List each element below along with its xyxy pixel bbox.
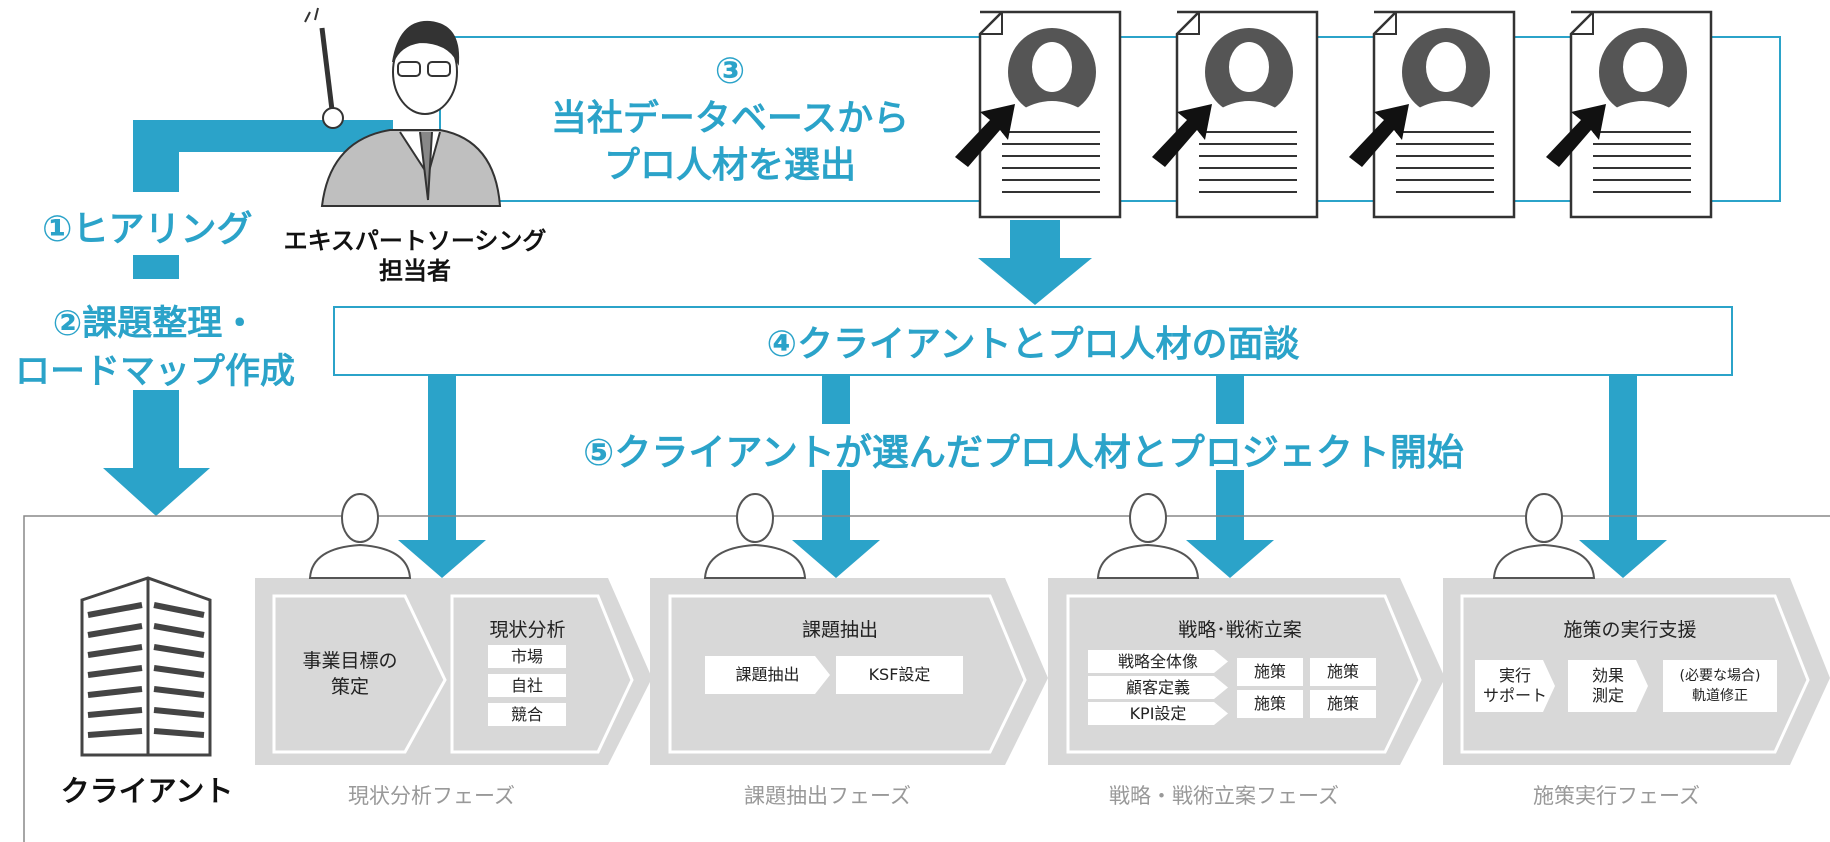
- phase2-item: KSF設定: [836, 656, 963, 694]
- phase2-item: 課題抽出: [705, 656, 830, 694]
- hearing-connector-arrow: [103, 120, 393, 516]
- phase3-name: 戦略・戦術立案フェーズ: [1109, 784, 1339, 808]
- phase3-right-item: 施策: [1310, 658, 1376, 686]
- consultant-with-pointer-icon: [304, 7, 502, 207]
- interview-to-phase-arrows: [398, 376, 1667, 578]
- phase4-item: 効果 測定: [1568, 660, 1648, 712]
- phase1-item: 自社: [488, 674, 566, 697]
- step2-label: ②課題整理・ ロードマップ作成: [14, 304, 295, 392]
- step3-label: ③ 当社データベースから プロ人材を選出: [550, 51, 910, 186]
- phase3-right-item: 施策: [1237, 690, 1303, 718]
- phase1-item: 市場: [488, 645, 566, 668]
- resume-woman-icon: [1150, 10, 1319, 219]
- phase1-name: 現状分析フェーズ: [348, 784, 515, 808]
- phase2-name: 課題抽出フェーズ: [744, 784, 911, 808]
- phase4-name: 施策実行フェーズ: [1533, 784, 1700, 808]
- phase3-right-item: 施策: [1237, 658, 1303, 686]
- step1-label: ①ヒアリング: [42, 209, 253, 250]
- client-label: クライアント: [60, 774, 234, 808]
- phase3-left-item: KPI設定: [1088, 702, 1228, 725]
- client-frame: [23, 515, 1830, 842]
- phase4-title: 施策の実行支援: [1563, 619, 1697, 641]
- step4-interview-box: ④クライアントとプロ人材の面談: [333, 306, 1733, 376]
- candidates-to-interview-arrow: [978, 220, 1092, 305]
- consultant-label: エキスパートソーシング 担当者: [283, 227, 547, 285]
- resume-man-glasses-icon: [1347, 10, 1516, 219]
- phase2-title: 課題抽出: [801, 619, 878, 641]
- phase1-goal-box: 事業目標の 策定: [302, 650, 398, 698]
- resume-man-icon: [953, 10, 1122, 219]
- step5-label: ⑤クライアントが選んだプロ人材とプロジェクト開始: [583, 431, 1464, 474]
- phase4-item: 実行 サポート: [1475, 660, 1555, 712]
- phase4-item: (必要な場合) 軌道修正: [1663, 660, 1777, 712]
- phase3-left-item: 顧客定義: [1088, 676, 1228, 699]
- phase3-right-item: 施策: [1310, 690, 1376, 718]
- phase3-title: 戦略･戦術立案: [1178, 619, 1302, 641]
- resume-woman-longhair-icon: [1544, 10, 1713, 219]
- phase1-analysis-title: 現状分析: [489, 619, 566, 641]
- phase3-left-item: 戦略全体像: [1088, 650, 1228, 673]
- phase1-item: 競合: [488, 703, 566, 726]
- office-building-icon: [80, 576, 212, 757]
- phase-person-icons: [308, 493, 1596, 579]
